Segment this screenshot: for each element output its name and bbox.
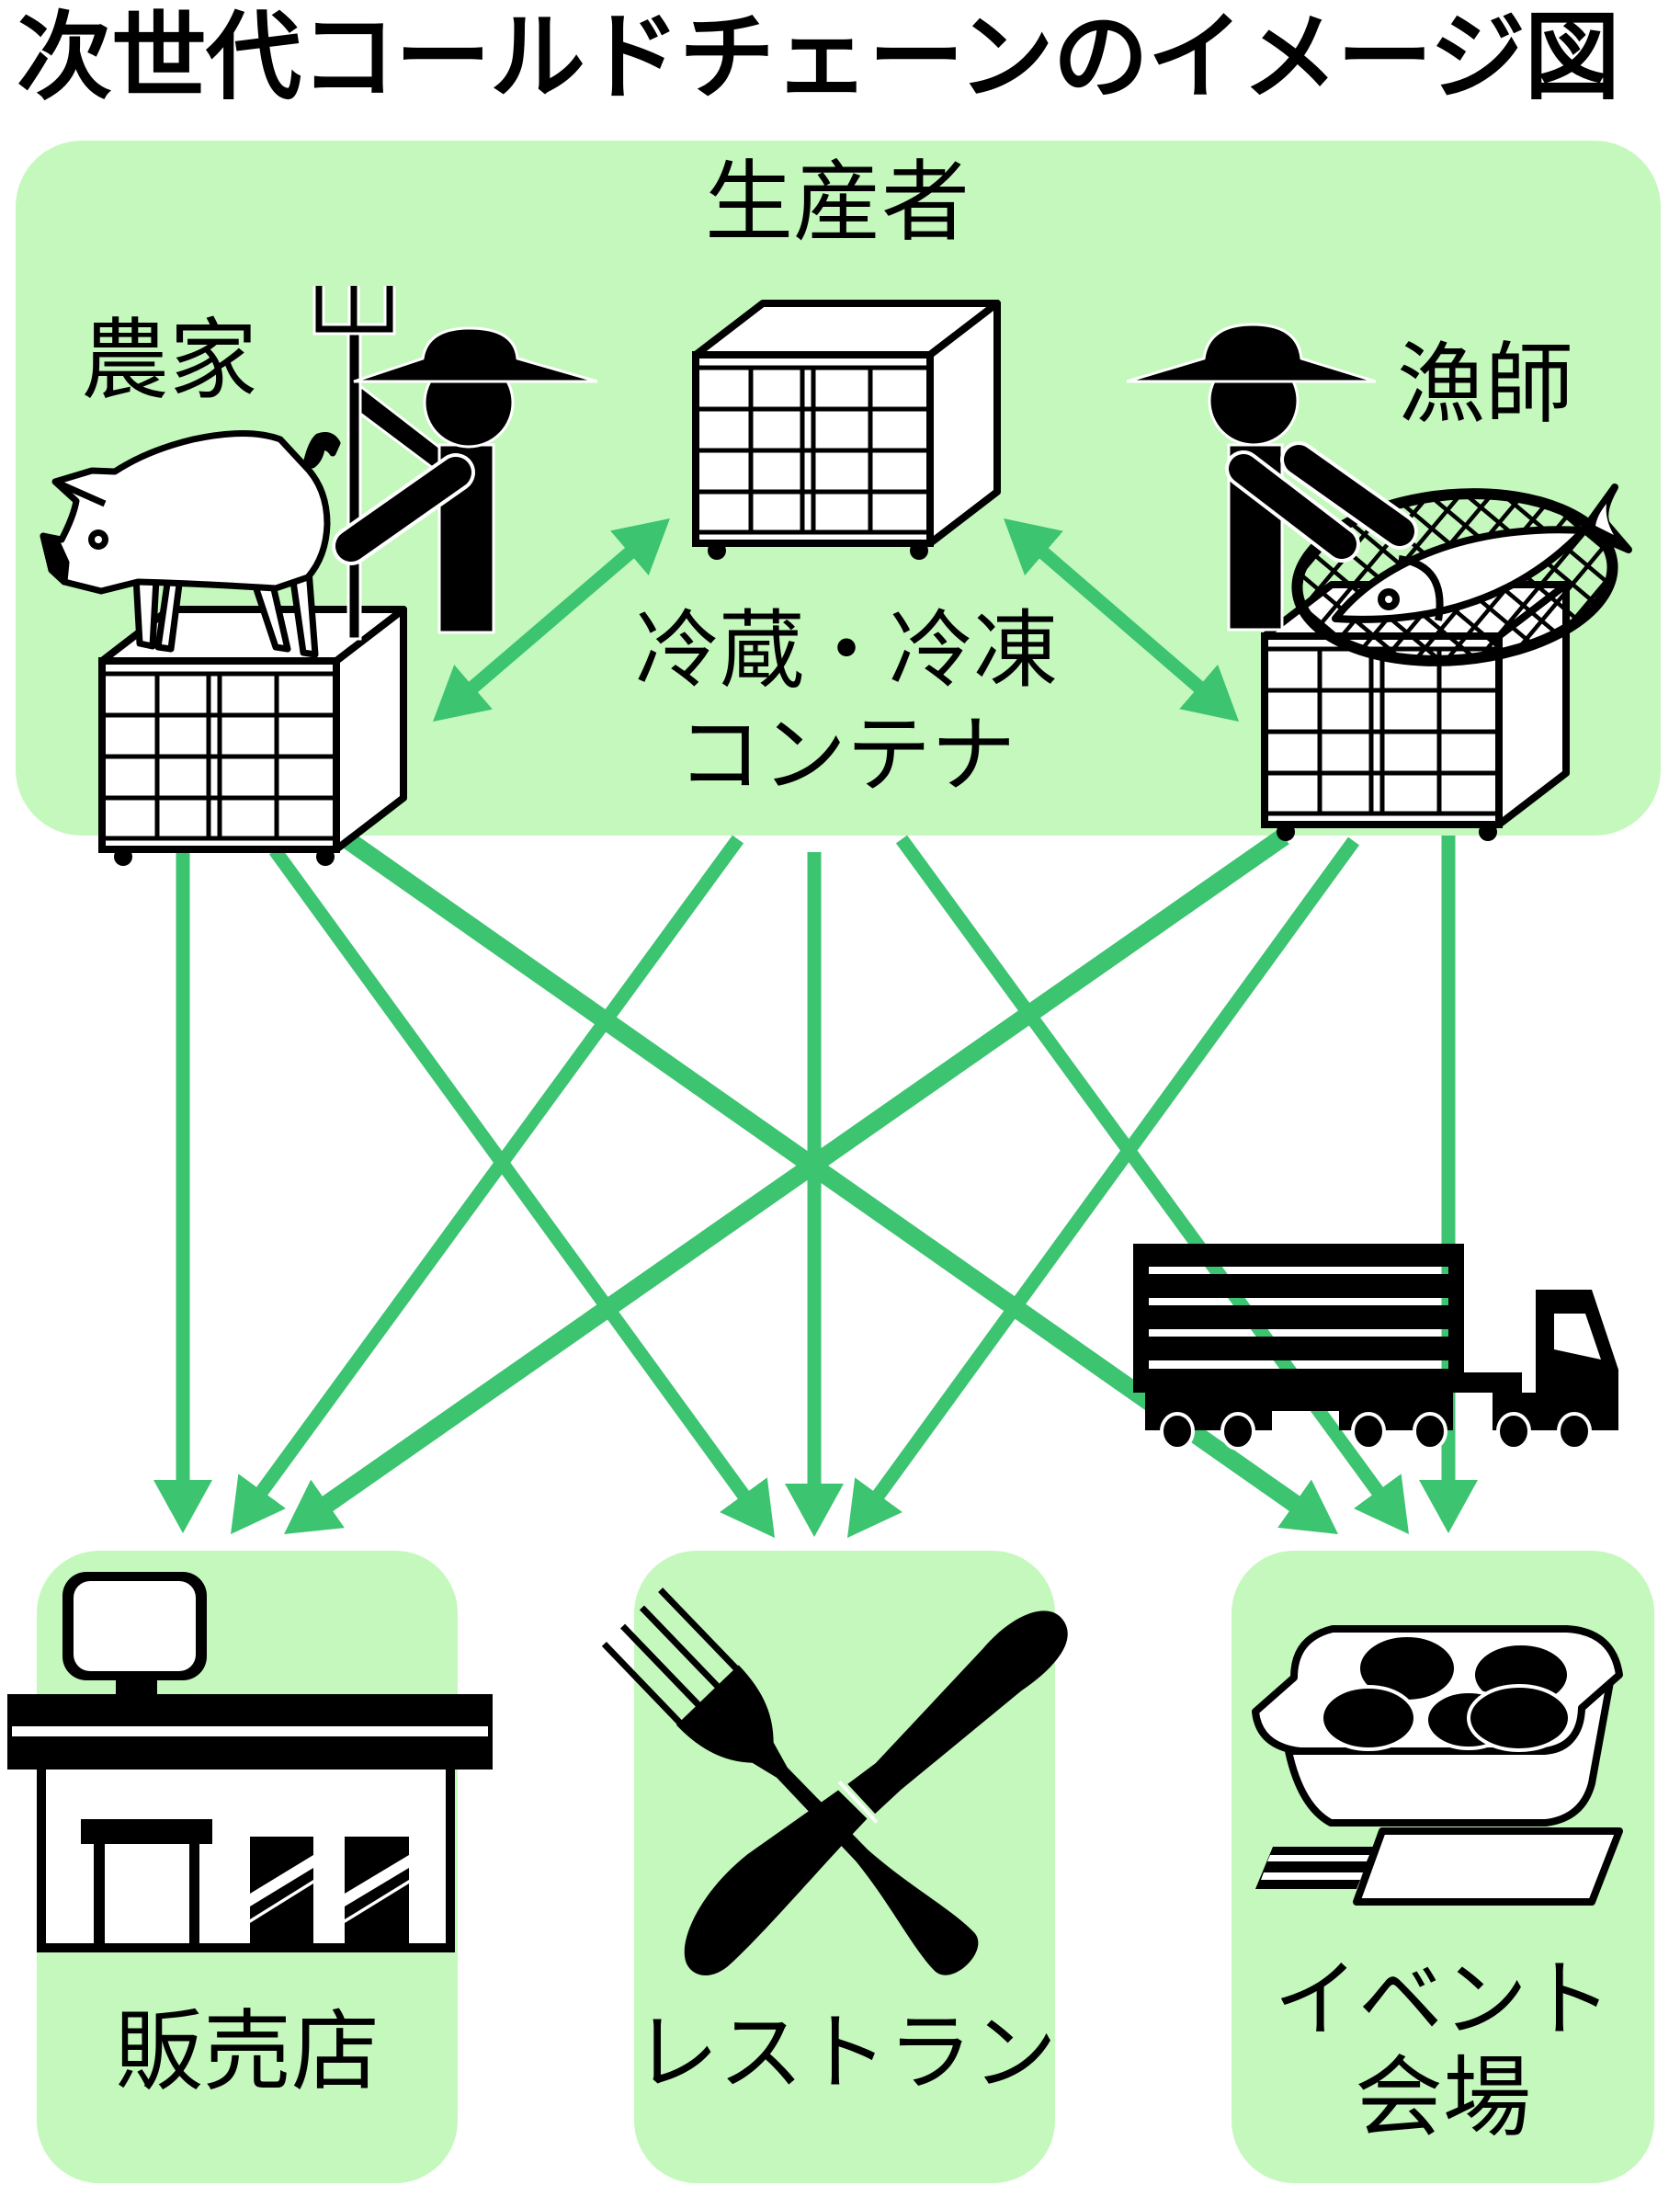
store-icon xyxy=(7,1572,493,1952)
fisher-arms xyxy=(1225,441,1418,563)
food-tray-icon xyxy=(1252,1625,1623,1906)
fisher-hat-icon xyxy=(1126,323,1377,383)
page-title: 次世代コールドチェーンのイメージ図 xyxy=(17,1,1620,113)
truck-icon xyxy=(1133,1244,1618,1451)
fish-icon xyxy=(1332,484,1632,623)
store-label: 販売店 xyxy=(115,2000,380,2103)
farmer-icon xyxy=(312,286,598,641)
container-label-line1: 冷蔵・冷凍 xyxy=(634,601,1058,700)
arrow-farmer-to-event xyxy=(337,828,1339,1534)
arrow-container-fisher-bidirectional xyxy=(1004,518,1240,722)
refrigerated-container-icon xyxy=(696,303,997,560)
pig-icon xyxy=(40,430,341,658)
event-venue-label-line2: 会場 xyxy=(1355,2046,1531,2149)
arrow-farmer-to-restaurant xyxy=(268,846,776,1539)
farmer-label: 農家 xyxy=(81,309,257,412)
arrow-container-to-store xyxy=(231,835,744,1534)
arrow-fisher-to-restaurant xyxy=(847,836,1360,1539)
fork-and-knife-icon xyxy=(601,1588,1068,1976)
arrow-farmer-container-bidirectional xyxy=(433,518,670,723)
event-venue-label-line1: イベント xyxy=(1273,1951,1612,2049)
farmer-lower-arm xyxy=(335,457,471,562)
knife-icon xyxy=(684,1610,1068,1976)
arrow-fisher-to-store xyxy=(283,828,1289,1535)
fisher-label: 漁師 xyxy=(1397,333,1573,436)
restaurant-label: レストラン xyxy=(634,2004,1058,2102)
producer-heading: 生産者 xyxy=(705,151,970,254)
container-label-line2: コンテナ xyxy=(676,706,1016,804)
farmer-hat-icon xyxy=(353,326,598,383)
chopsticks-icon xyxy=(1255,1847,1374,1889)
